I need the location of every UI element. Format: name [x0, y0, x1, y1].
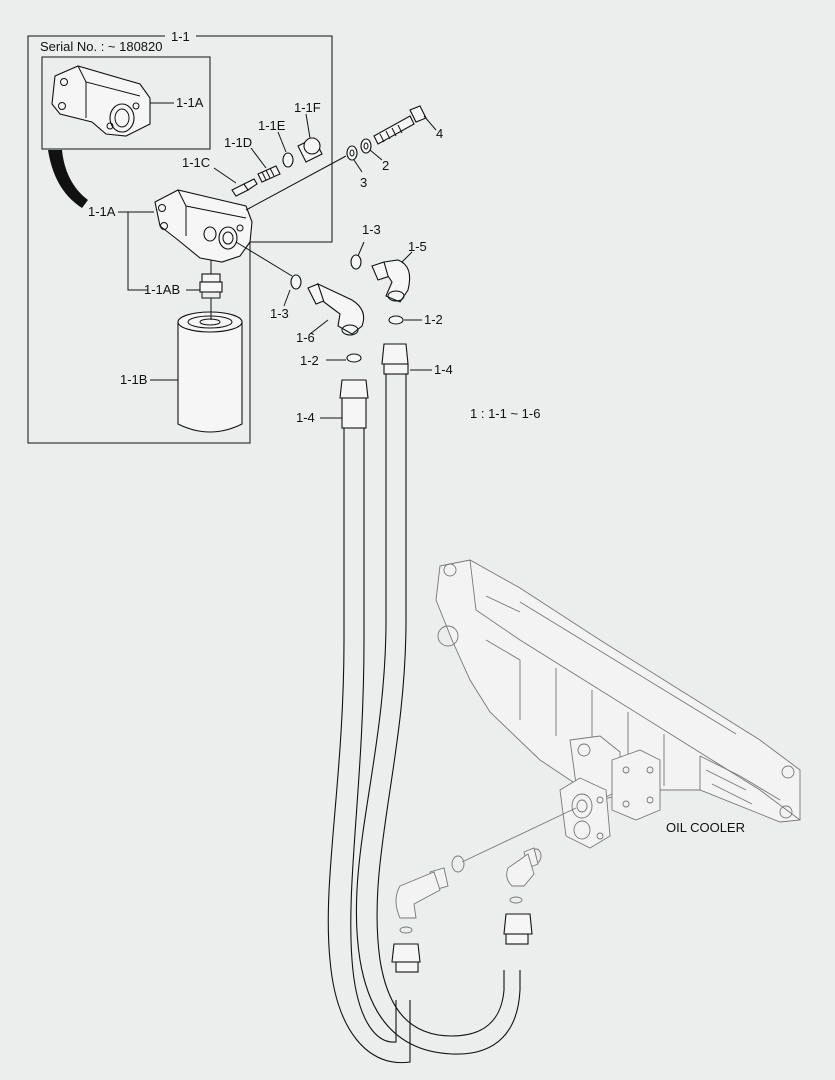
nipple-1-1ab — [199, 260, 223, 299]
label-1-4-left: 1-4 — [296, 410, 315, 425]
label-1-6: 1-6 — [296, 330, 315, 345]
oring-1-2-left — [346, 353, 362, 363]
serial-label: Serial No. : ~ 180820 — [40, 39, 163, 54]
label-4: 4 — [436, 126, 443, 141]
inset-arrow — [48, 150, 88, 208]
label-1-4-right: 1-4 — [434, 362, 453, 377]
washer-2 — [360, 138, 372, 154]
port-axis — [235, 241, 293, 277]
washer-3 — [346, 145, 358, 161]
inset-1-1a-label: 1-1A — [176, 95, 204, 110]
label-1-1e: 1-1E — [258, 118, 286, 133]
legend-text: 1 : 1-1 ~ 1-6 — [470, 406, 540, 421]
group-1-1-frame: 1-1 — [27, 29, 333, 444]
label-1-1f: 1-1F — [294, 100, 321, 115]
bolt-axis — [245, 155, 347, 211]
label-1-1c: 1-1C — [182, 155, 210, 170]
bolt-4 — [373, 105, 427, 145]
label-1-1a: 1-1A — [88, 204, 116, 219]
serial-inset: Serial No. : ~ 180820 1-1A — [40, 39, 211, 150]
hose-1-4-right — [355, 343, 521, 1055]
oring-1-3-top — [350, 254, 362, 270]
label-1-1d: 1-1D — [224, 135, 252, 150]
elbow-1-5 — [371, 259, 411, 303]
lower-fittings — [391, 807, 577, 973]
filter-head-1-1a — [154, 189, 253, 263]
spring-1-1d — [257, 165, 281, 183]
oring-1-1e — [282, 152, 294, 168]
label-1-1ab: 1-1AB — [144, 282, 180, 297]
label-1-1b: 1-1B — [120, 372, 147, 387]
oring-1-2-right — [388, 315, 404, 325]
plug-1-1f — [297, 137, 323, 163]
inset-filter-head — [51, 65, 151, 137]
label-1-3-left: 1-3 — [270, 306, 289, 321]
group-label: 1-1 — [171, 29, 190, 44]
filter-cartridge-1-1b — [177, 298, 243, 433]
label-1-2-left: 1-2 — [300, 353, 319, 368]
oring-1-3-left — [290, 274, 302, 290]
hose-1-4-left — [327, 379, 411, 1064]
elbow-1-6 — [307, 282, 365, 336]
label-1-2-right: 1-2 — [424, 312, 443, 327]
plug-1-1c — [231, 178, 258, 197]
label-2: 2 — [382, 158, 389, 173]
oil-cooler — [435, 559, 801, 849]
label-1-5: 1-5 — [408, 239, 427, 254]
label-1-3-top: 1-3 — [362, 222, 381, 237]
oil-cooler-label: OIL COOLER — [666, 820, 745, 835]
label-3: 3 — [360, 175, 367, 190]
